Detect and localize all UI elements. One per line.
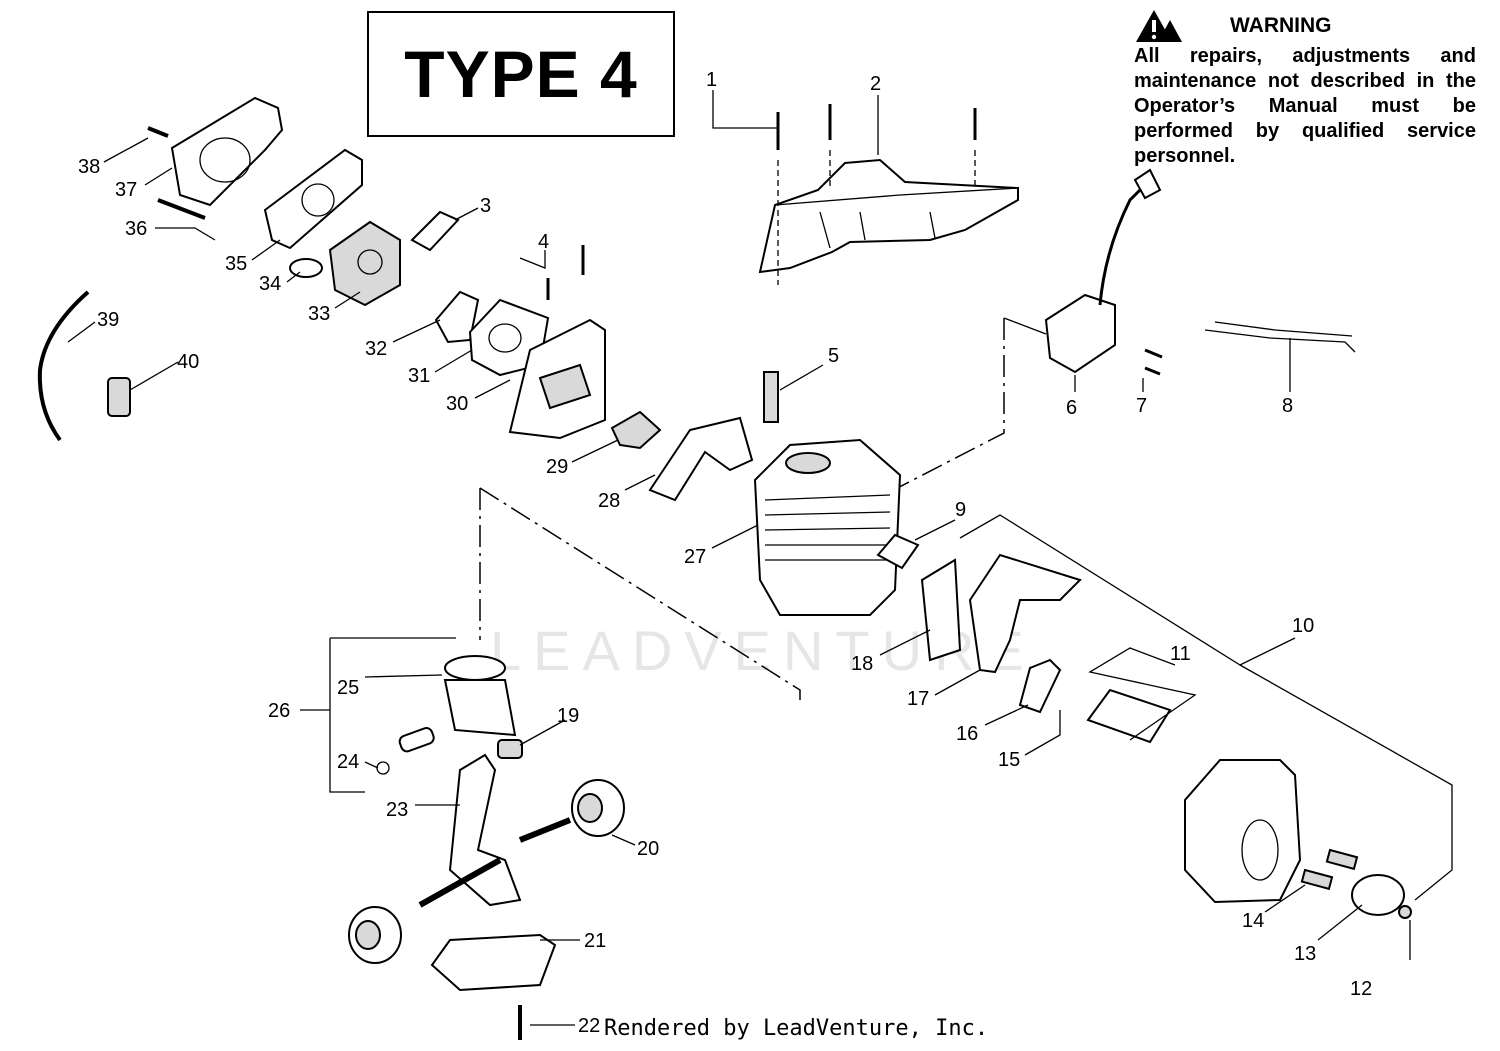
crankcase-part-21 xyxy=(430,933,557,992)
part-28 xyxy=(648,416,754,502)
callout-39: 39 xyxy=(97,309,119,331)
callout-14: 14 xyxy=(1242,910,1264,932)
cover-part-13 xyxy=(1351,874,1412,919)
callout-12: 12 xyxy=(1350,978,1372,1000)
callout-4: 4 xyxy=(538,231,549,253)
warning-title: WARNING xyxy=(1230,14,1332,37)
piston-pin-part-24 xyxy=(376,727,435,775)
callout-17: 17 xyxy=(907,688,929,710)
carburetor-part-33 xyxy=(328,220,401,307)
heat-shield-part-17 xyxy=(968,553,1082,674)
air-filter-cover-part-37 xyxy=(170,96,284,207)
callout-34: 34 xyxy=(259,273,281,295)
assembly-lines xyxy=(479,317,1047,700)
ignition-module-part-6 xyxy=(1044,168,1162,374)
wire-part-8 xyxy=(1204,321,1356,353)
part-29 xyxy=(610,410,662,450)
part-34 xyxy=(289,258,323,278)
callout-27: 27 xyxy=(684,546,706,568)
bearing-part-left xyxy=(348,906,402,964)
callout-8: 8 xyxy=(1282,395,1293,417)
needle-bearing-part-19 xyxy=(497,739,523,759)
callout-16: 16 xyxy=(956,723,978,745)
part-9 xyxy=(876,533,920,570)
warning-header: WARNING xyxy=(1134,8,1476,44)
callout-2: 2 xyxy=(870,73,881,95)
spark-plug-part-5 xyxy=(763,371,779,423)
fuel-line-part-39 xyxy=(37,290,90,442)
leader-lines xyxy=(67,90,1453,1026)
callout-31: 31 xyxy=(408,365,430,387)
footer-credit: Rendered by LeadVenture, Inc. xyxy=(604,1016,989,1041)
callout-5: 5 xyxy=(828,345,839,367)
callout-9: 9 xyxy=(955,499,966,521)
warning-icon xyxy=(1136,10,1182,42)
screws-part-1 xyxy=(776,104,977,285)
callout-33: 33 xyxy=(308,303,330,325)
callout-23: 23 xyxy=(386,799,408,821)
intake-part-30 xyxy=(508,318,606,440)
crankshaft-part-23 xyxy=(418,753,572,908)
gasket-part-16 xyxy=(1018,658,1062,714)
callout-13: 13 xyxy=(1294,943,1316,965)
cylinder-part-27 xyxy=(753,438,902,616)
fuel-filter-part-40 xyxy=(107,377,131,417)
callout-38: 38 xyxy=(78,156,100,178)
bolts-part-36-38 xyxy=(147,126,206,220)
plate-part-11 xyxy=(1086,688,1172,744)
callout-15: 15 xyxy=(998,749,1020,771)
callout-30: 30 xyxy=(446,393,468,415)
callout-40: 40 xyxy=(177,351,199,373)
muffler-part-10 xyxy=(1184,759,1302,904)
callout-18: 18 xyxy=(851,653,873,675)
callout-7: 7 xyxy=(1136,395,1147,417)
callout-19: 19 xyxy=(557,705,579,727)
cover-part-2 xyxy=(758,158,1019,274)
callout-1: 1 xyxy=(706,69,717,91)
callout-22: 22 xyxy=(578,1015,600,1037)
callout-24: 24 xyxy=(337,751,359,773)
callout-29: 29 xyxy=(546,456,568,478)
callout-11: 11 xyxy=(1170,643,1191,665)
screws-part-4 xyxy=(546,245,585,300)
callout-35: 35 xyxy=(225,253,247,275)
callout-6: 6 xyxy=(1066,397,1077,419)
filter-gasket-part-35 xyxy=(263,148,363,250)
callout-36: 36 xyxy=(125,218,147,240)
callout-25: 25 xyxy=(337,677,359,699)
type-label-box: TYPE 4 xyxy=(367,11,675,137)
callout-10: 10 xyxy=(1292,615,1314,637)
bolts-part-14 xyxy=(1300,848,1359,891)
warning-block: WARNING All repairs, adjustments and mai… xyxy=(1134,8,1476,169)
callout-28: 28 xyxy=(598,490,620,512)
type-label: TYPE 4 xyxy=(404,37,638,111)
screws-part-7 xyxy=(1144,348,1163,376)
callout-21: 21 xyxy=(584,930,606,952)
callout-20: 20 xyxy=(637,838,659,860)
callout-3: 3 xyxy=(480,195,491,217)
callout-labels: 1 2 3 4 5 6 7 8 9 10 11 12 13 14 15 16 1… xyxy=(78,69,1372,1037)
warning-text: All repairs, adjustments and maintenance… xyxy=(1134,45,1476,167)
gasket-part-18 xyxy=(920,558,962,662)
callout-26: 26 xyxy=(268,700,290,722)
callout-32: 32 xyxy=(365,338,387,360)
bearing-part-20 xyxy=(571,779,625,837)
callout-37: 37 xyxy=(115,179,137,201)
piston-part-25 xyxy=(443,655,517,737)
part-3 xyxy=(410,210,460,252)
